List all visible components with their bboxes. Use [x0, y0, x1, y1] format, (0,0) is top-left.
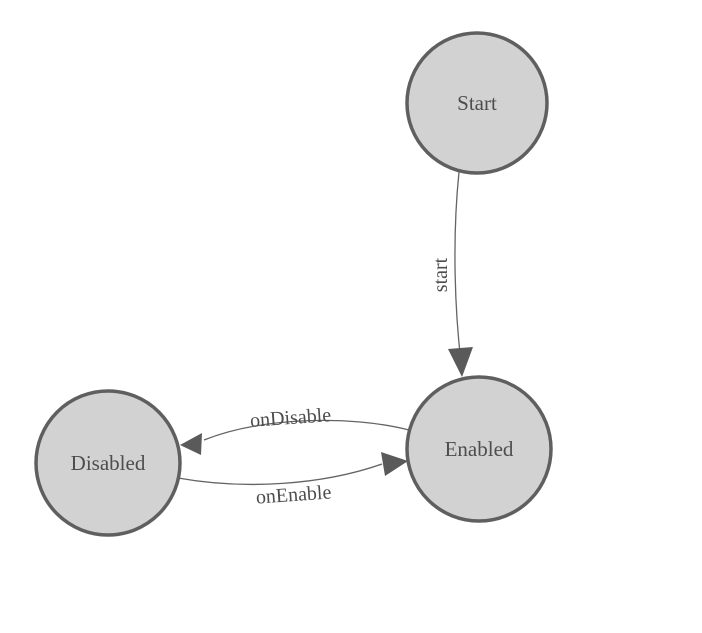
edge-label-start: start — [430, 257, 452, 292]
node-label-start: Start — [457, 91, 497, 115]
state-circle — [34, 389, 182, 537]
node-label-enabled: Enabled — [445, 437, 514, 461]
edge-start-transition: start — [430, 171, 473, 377]
edge-ondisable-transition: onDisable — [180, 404, 410, 455]
arrowhead-icon — [448, 347, 473, 377]
node-enabled: Enabled — [405, 375, 553, 523]
node-start: Start — [405, 31, 549, 175]
edge-line — [177, 463, 383, 486]
node-label-disabled: Disabled — [71, 451, 146, 475]
state-circle — [405, 375, 553, 523]
node-disabled: Disabled — [34, 389, 182, 537]
state-circle — [405, 31, 549, 175]
edge-line — [203, 419, 410, 441]
edge-onenable-transition: onEnable — [177, 452, 408, 509]
arrowhead-icon — [180, 433, 202, 455]
edge-label-onenable: onEnable — [255, 481, 332, 508]
arrowhead-icon — [381, 452, 408, 476]
edge-label-ondisable: onDisable — [249, 404, 332, 432]
edge-line — [454, 171, 462, 363]
